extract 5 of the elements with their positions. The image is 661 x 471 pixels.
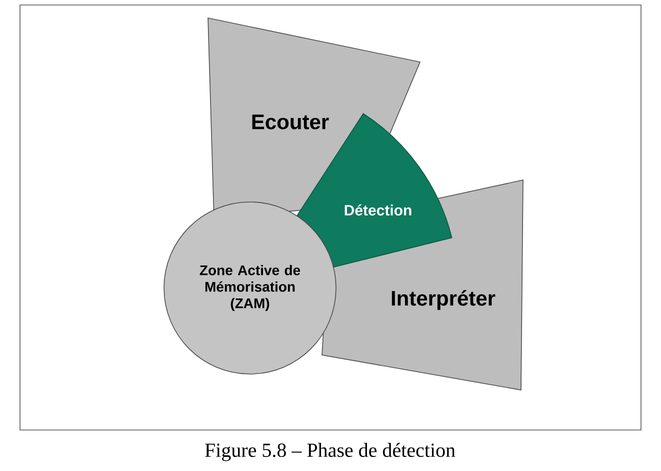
figure-caption: Figure 5.8 – Phase de détection: [205, 442, 456, 462]
shape-label: Ecouter: [252, 114, 329, 130]
shape-label: Interpréter: [392, 290, 496, 310]
shape-label: Zone Active de Mémorisation (ZAM): [200, 264, 300, 312]
shape-label: Détection: [344, 204, 412, 216]
